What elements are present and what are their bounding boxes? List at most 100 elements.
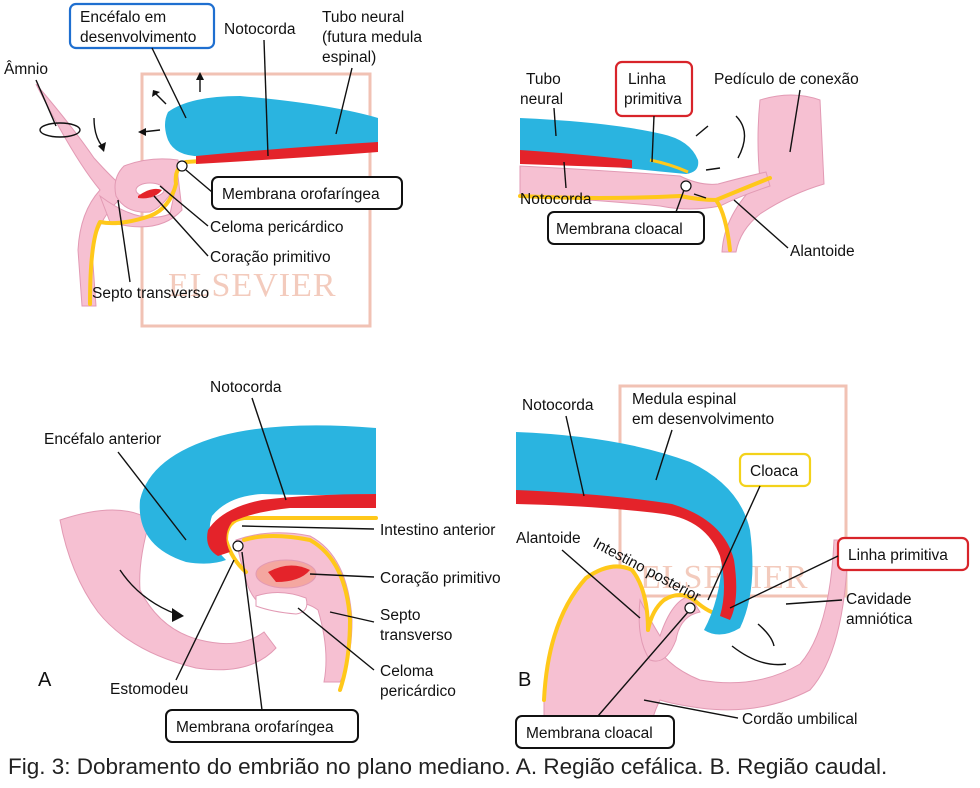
- tr-tubo-line1: Tubo: [526, 71, 561, 88]
- tl-heart: [138, 188, 162, 199]
- tl-coracao-leader: [153, 195, 209, 257]
- tl-tubo-line2: (futura medula: [322, 29, 422, 46]
- a-encefalo-label: Encéfalo anterior: [44, 431, 161, 448]
- tl-amnio-leader: [35, 79, 57, 127]
- tl-encefalo-box: [68, 2, 216, 50]
- a-septo-leader: [329, 611, 375, 623]
- tl-notocorda-leader: [263, 39, 269, 157]
- a-fold-arrow: [119, 569, 184, 622]
- tl-encefalo-line1: Encéfalo em: [80, 9, 166, 26]
- b-medula-line2: em desenvolvimento: [632, 411, 774, 428]
- tr-notocorda-leader: [563, 161, 567, 189]
- a-septo-line2: transverso: [380, 627, 452, 644]
- tr-pediculo-leader: [789, 89, 801, 153]
- tl-tubo-line1: Tubo neural: [322, 9, 404, 26]
- tr-membrana-box: [547, 211, 705, 245]
- tl-amnio-label: Âmnio: [4, 61, 48, 78]
- b-membrana-label: Membrana cloacal: [526, 725, 653, 742]
- tl-membrana-leader: [185, 169, 213, 193]
- panel-b: Notocorda Medula espinal em desenvolvime…: [515, 391, 970, 749]
- tl-encefalo-leader: [151, 47, 187, 119]
- b-notocorda-label: Notocorda: [522, 397, 594, 414]
- tl-growth-arrows: [93, 72, 204, 152]
- a-notocorda-label: Notocorda: [210, 379, 282, 396]
- tr-linha-line1: Linha: [628, 71, 666, 88]
- b-cavidade-leader: [785, 599, 843, 605]
- tr-notochord: [520, 150, 632, 168]
- a-septo-line1: Septo: [380, 607, 421, 624]
- tl-septo-leader: [117, 199, 131, 283]
- tl-endoderm: [88, 160, 188, 306]
- tr-membrana-leader: [675, 189, 685, 213]
- tl-celoma-leader: [159, 185, 209, 227]
- b-endoderm: [542, 564, 722, 702]
- tr-tubo-leader: [553, 107, 557, 137]
- b-medula-line1: Medula espinal: [632, 391, 736, 408]
- tl-amnion-wall: [35, 83, 125, 307]
- a-estomodeu-label: Estomodeu: [110, 681, 188, 698]
- b-amnion-arc: [731, 645, 787, 666]
- tr-fold-marks: [693, 115, 746, 199]
- b-cloacal-ring: [684, 602, 696, 614]
- b-panel-letter: B: [518, 669, 531, 691]
- tr-primitive-streak-line: [649, 158, 689, 174]
- panel-top-right: Tubo neural Linha primitiva Pedículo de …: [518, 60, 859, 260]
- tl-membrana-box: [211, 176, 403, 210]
- tl-tubo-line3: espinal): [322, 49, 376, 66]
- b-linha-label: Linha primitiva: [848, 547, 948, 564]
- tl-tubo-leader: [335, 67, 353, 135]
- b-notochord: [516, 490, 737, 620]
- tr-linha-leader: [651, 115, 655, 163]
- a-celoma-leader: [297, 607, 375, 671]
- tr-linha-line2: primitiva: [624, 91, 682, 108]
- tr-endoderm: [518, 176, 772, 202]
- a-oropharyngeal-ring: [232, 540, 244, 552]
- tr-connecting-stalk: [721, 94, 825, 253]
- a-celoma-line2: pericárdico: [380, 683, 456, 700]
- b-cordao-leader: [643, 699, 739, 719]
- watermark-text-top: ELSEVIER: [168, 267, 337, 304]
- b-alantoide-label: Alantoide: [516, 530, 581, 547]
- a-membrana-leader: [241, 551, 263, 711]
- b-cloaca-label: Cloaca: [750, 463, 799, 480]
- tl-oropharyngeal-ring: [176, 160, 188, 172]
- b-amnion-arc-2: [757, 623, 775, 647]
- a-intestino-label: Intestino anterior: [380, 522, 495, 539]
- a-notocorda-leader: [251, 397, 287, 501]
- b-cavidade-line1: Cavidade: [846, 591, 912, 608]
- b-linha-box: [836, 536, 970, 572]
- tr-cloacal-ring: [680, 180, 692, 192]
- watermark-top: ELSEVIER: [140, 72, 372, 328]
- tr-membrana-label: Membrana cloacal: [556, 221, 683, 238]
- tr-tubo-line2: neural: [520, 91, 563, 108]
- tl-membrana-label: Membrana orofaríngea: [222, 186, 380, 203]
- a-forebrain: [139, 425, 376, 564]
- tl-coracao-label: Coração primitivo: [210, 249, 331, 266]
- b-alantoide-leader: [561, 549, 641, 619]
- b-spinal-cord: [516, 432, 753, 635]
- a-intestino-leader: [241, 525, 375, 530]
- a-membrana-label: Membrana orofaríngea: [176, 719, 334, 736]
- a-panel-letter: A: [38, 669, 52, 691]
- a-coracao-label: Coração primitivo: [380, 570, 501, 587]
- b-notocorda-leader: [565, 415, 585, 497]
- tl-amnion-marker: [39, 122, 81, 138]
- tl-celoma-label: Celoma pericárdico: [210, 219, 344, 236]
- a-coracao-leader: [309, 573, 375, 578]
- b-cavidade-line2: amniótica: [846, 611, 913, 628]
- panel-top-left: Encéfalo em desenvolvimento Notocorda Tu…: [4, 2, 422, 307]
- b-cloaca-leader: [707, 485, 761, 601]
- tl-neural-tube: [165, 96, 378, 157]
- tl-notochord: [196, 142, 378, 164]
- tl-notocorda-label: Notocorda: [224, 21, 296, 38]
- tr-alantoide-label: Alantoide: [790, 243, 855, 260]
- tr-pediculo-label: Pedículo de conexão: [714, 71, 859, 88]
- b-cordao-label: Cordão umbilical: [742, 711, 857, 728]
- a-celoma-line1: Celoma: [380, 663, 434, 680]
- b-membrana-box: [515, 715, 675, 749]
- tl-septo-label: Septo transverso: [92, 285, 209, 302]
- figure-caption: Fig. 3: Dobramento do embrião no plano m…: [8, 754, 888, 779]
- tr-notocorda-label: Notocorda: [520, 191, 592, 208]
- tr-alantoide-leader: [733, 199, 789, 249]
